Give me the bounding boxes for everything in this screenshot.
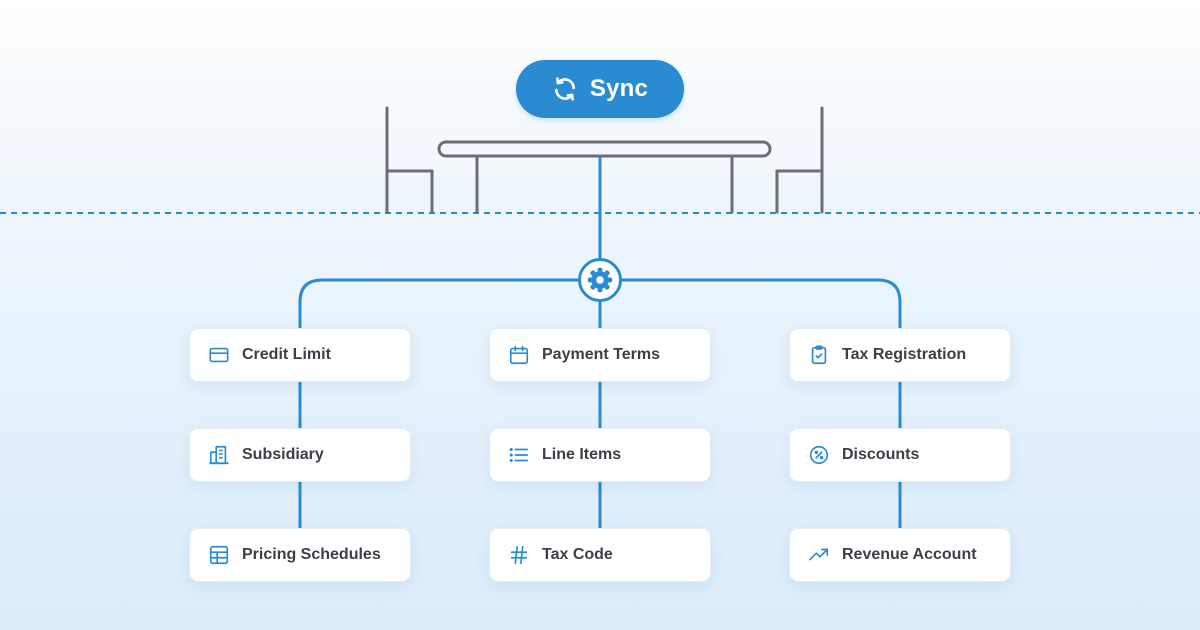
card-label: Tax Code	[542, 546, 613, 563]
card-tax-code[interactable]: Tax Code	[489, 528, 711, 582]
card-line-items[interactable]: Line Items	[489, 428, 711, 482]
card-label: Tax Registration	[842, 346, 967, 363]
buildings-icon	[209, 445, 229, 465]
gear-hub	[578, 258, 622, 302]
card-label: Discounts	[842, 446, 920, 463]
card-label: Payment Terms	[542, 346, 660, 363]
left-chair-illustration	[385, 106, 434, 214]
card-label: Pricing Schedules	[242, 546, 381, 563]
card-credit-limit[interactable]: Credit Limit	[189, 328, 411, 382]
card-label: Line Items	[542, 446, 622, 463]
hash-icon	[510, 545, 528, 565]
sync-button[interactable]: Sync	[516, 60, 684, 118]
connector-lines	[298, 155, 902, 530]
list-icon	[509, 447, 529, 463]
credit-card-icon	[209, 347, 229, 363]
right-chair-illustration	[775, 106, 824, 214]
calendar-icon	[509, 345, 529, 365]
refresh-icon	[554, 77, 575, 101]
card-label: Credit Limit	[242, 346, 331, 363]
percent-badge-icon	[809, 445, 829, 465]
table-illustration	[437, 140, 772, 214]
card-pricing-schedules[interactable]: Pricing Schedules	[189, 528, 411, 582]
sync-button-label: Sync	[589, 75, 649, 102]
card-discounts[interactable]: Discounts	[789, 428, 1011, 482]
clipboard-check-icon	[811, 345, 827, 365]
card-label: Subsidiary	[242, 446, 324, 463]
card-payment-terms[interactable]: Payment Terms	[489, 328, 711, 382]
table-icon	[209, 545, 229, 565]
card-label: Revenue Account	[842, 546, 977, 563]
card-subsidiary[interactable]: Subsidiary	[189, 428, 411, 482]
card-revenue-account[interactable]: Revenue Account	[789, 528, 1011, 582]
card-tax-registration[interactable]: Tax Registration	[789, 328, 1011, 382]
trending-up-icon	[809, 548, 829, 561]
gear-icon	[587, 267, 613, 293]
